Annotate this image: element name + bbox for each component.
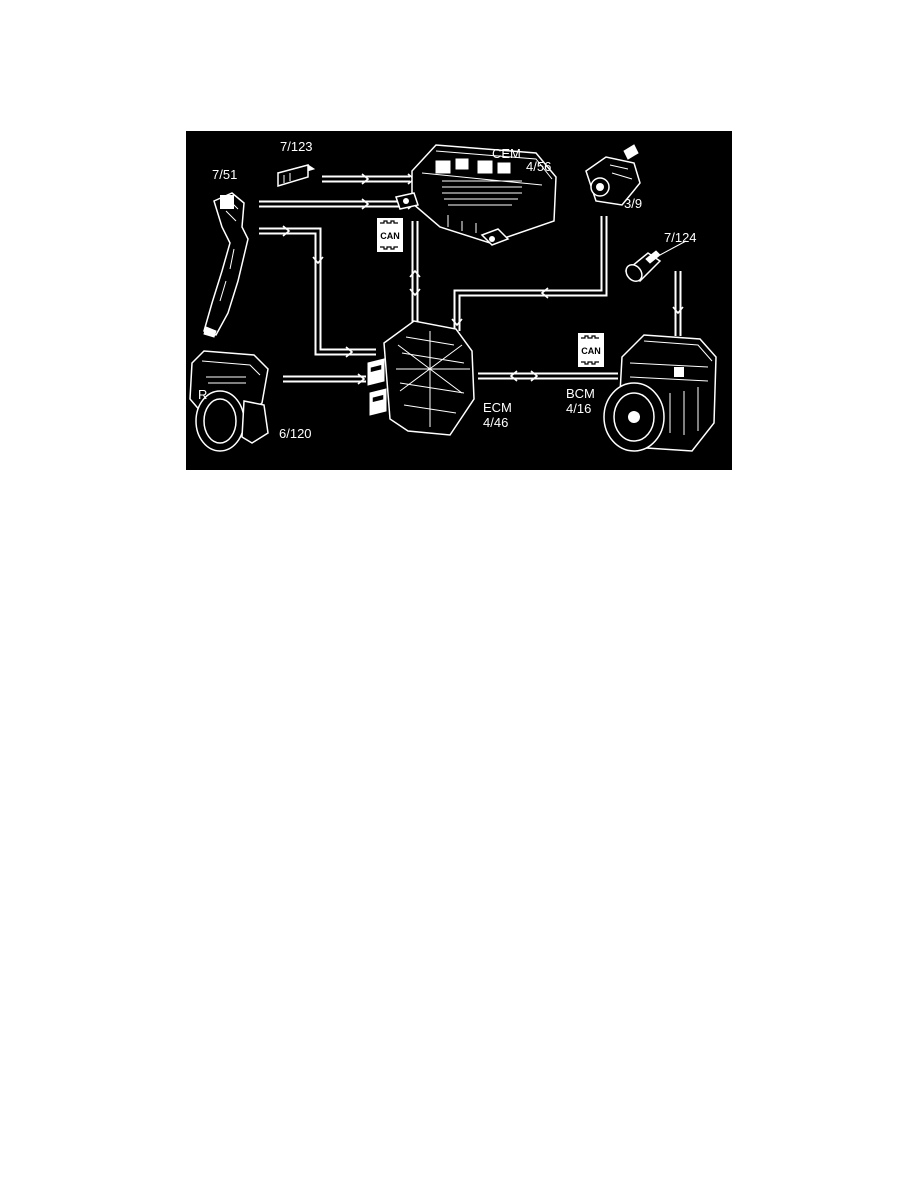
label-ignition-switch: 3/9	[624, 196, 642, 211]
pedal-switch-icon	[276, 164, 316, 188]
bcm-module-icon	[603, 334, 717, 452]
signal-line-throttle-to-ecm	[283, 373, 366, 385]
label-bcm-id: 4/16	[566, 401, 591, 416]
ecm-signal-diagram: CAN CAN	[186, 131, 732, 470]
speed-sensor-icon	[624, 240, 687, 282]
label-cem-id: 4/56	[526, 159, 551, 174]
signal-line-sensor-to-bcm	[672, 271, 684, 336]
ecm-module-icon	[367, 320, 475, 436]
label-pedal-switch: 7/123	[280, 139, 313, 154]
can-badge-top: CAN	[377, 218, 403, 252]
signal-line-pedal-to-cem	[259, 198, 416, 210]
throttle-body-icon: R	[189, 350, 269, 452]
can-link-cem-ecm	[409, 221, 421, 331]
can-label-top: CAN	[380, 231, 400, 241]
label-cem-name: CEM	[492, 146, 521, 161]
ignition-switch-icon	[585, 144, 641, 206]
label-ecm-id: 4/46	[483, 415, 508, 430]
label-bcm-name: BCM	[566, 386, 595, 401]
svg-text:R: R	[198, 387, 207, 402]
can-label-right: CAN	[581, 346, 601, 356]
label-throttle-body: 6/120	[279, 426, 312, 441]
cem-module-icon	[395, 144, 557, 246]
can-link-ecm-bcm	[478, 370, 618, 382]
signal-line-switch-to-cem	[322, 173, 416, 185]
signal-line-ignition-to-ecm	[451, 216, 608, 331]
can-badge-right: CAN	[578, 333, 604, 367]
label-accelerator-pedal: 7/51	[212, 167, 237, 182]
accelerator-pedal-icon	[203, 192, 249, 338]
label-speed-sensor: 7/124	[664, 230, 697, 245]
signal-line-pedal-to-ecm	[259, 225, 376, 358]
label-ecm-name: ECM	[483, 400, 512, 415]
